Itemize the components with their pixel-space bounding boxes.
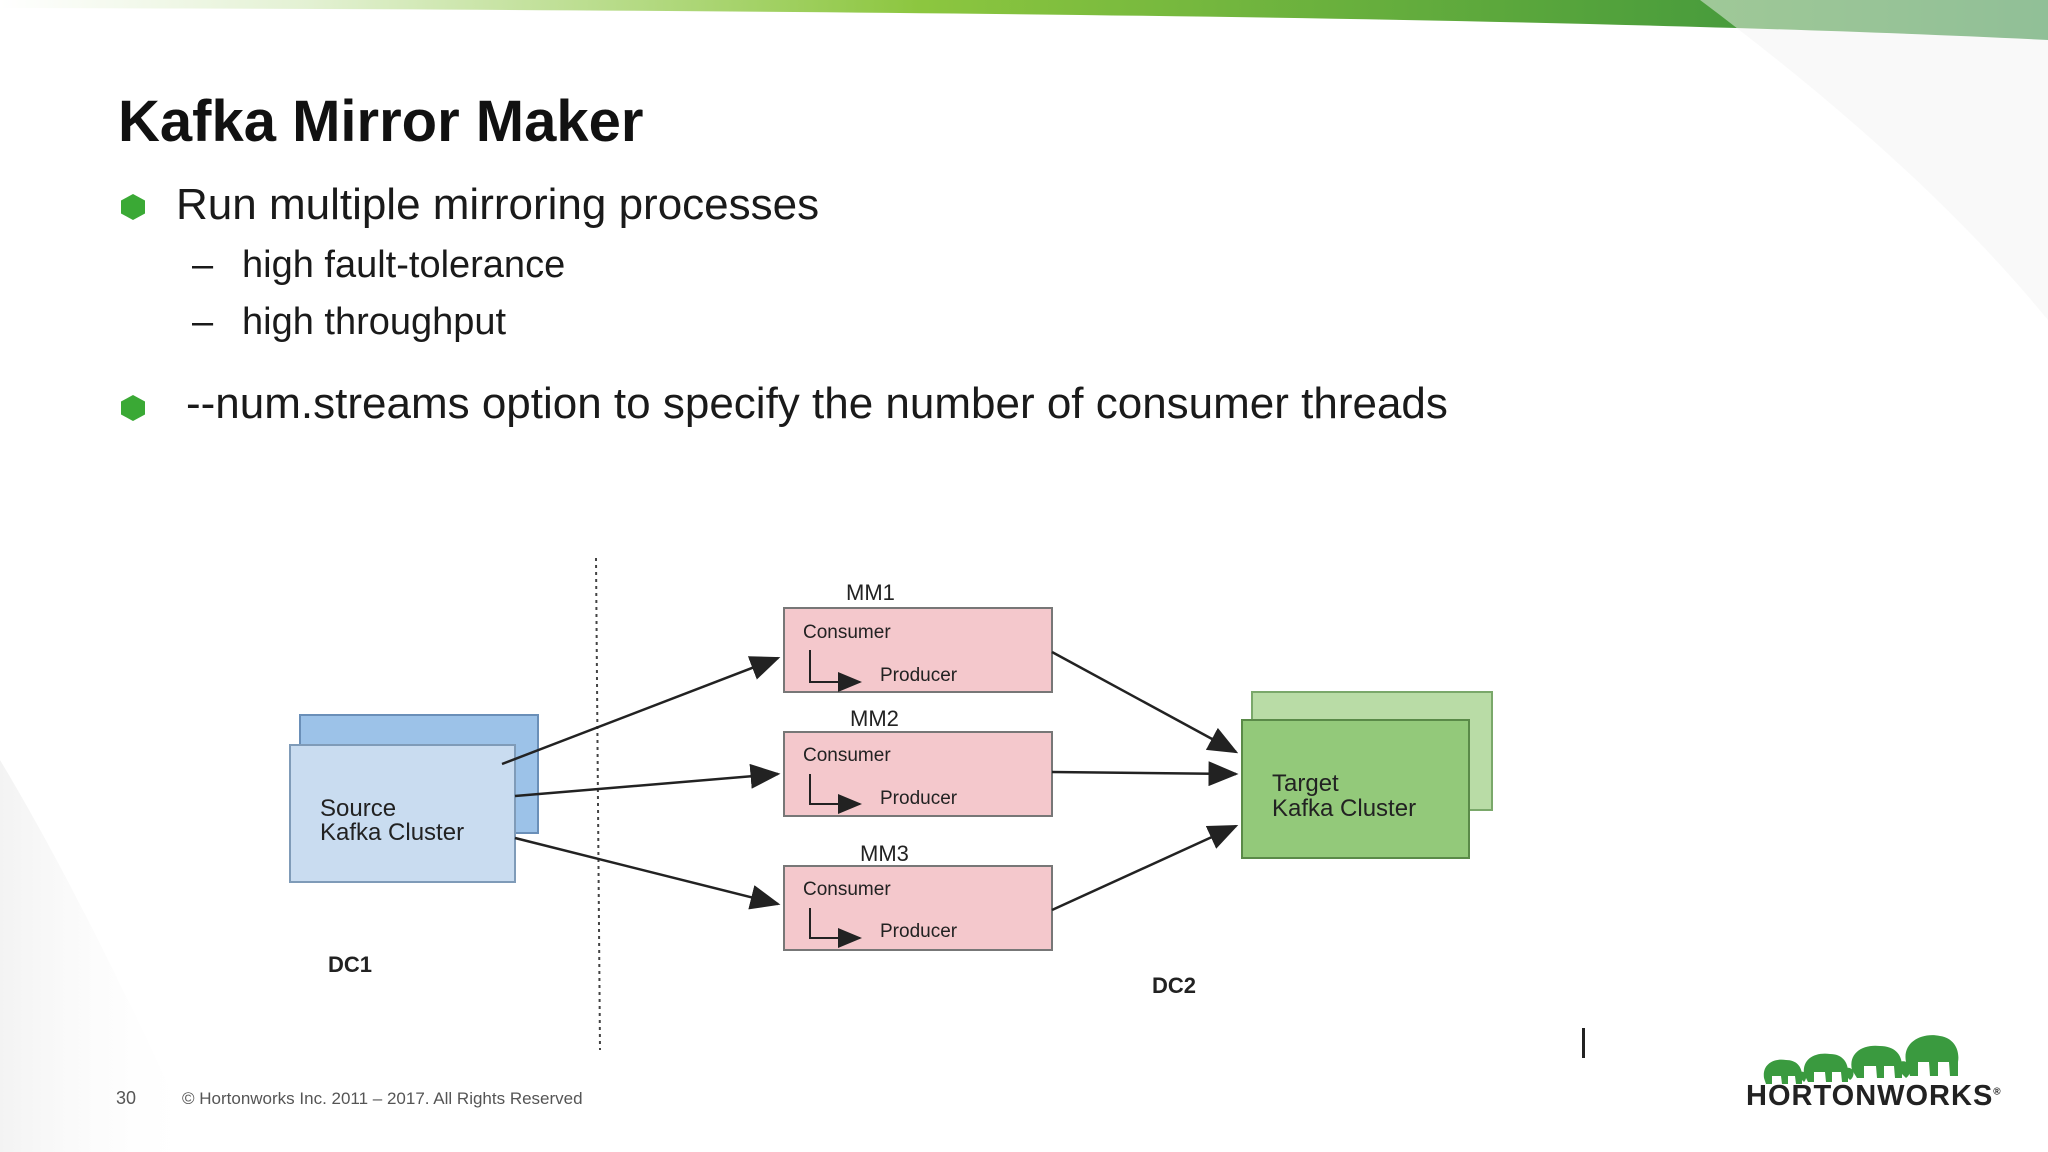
consumer-label: Consumer [803,745,891,766]
mirror-maker-1: MM1 Consumer Producer [783,580,1053,693]
logo-registered-mark: ® [1993,1086,2002,1098]
arrow-mm1-to-target [1051,650,1239,754]
logo-text: HORTONWORKS [1746,1080,1994,1112]
hexagon-bullet-icon [121,395,145,421]
sub-item-text: high fault-tolerance [242,244,566,286]
dash-icon: – [192,301,214,343]
producer-label: Producer [880,921,958,942]
dc1-label: DC1 [328,952,372,977]
bullet-text: Run multiple mirroring processes [176,180,820,229]
dc2-label: DC2 [1152,973,1196,998]
source-cluster: Source Kafka Cluster [289,714,539,883]
mirror-maker-2: MM2 Consumer Producer [783,706,1053,817]
source-cluster-label-2: Kafka Cluster [320,819,464,846]
mm-name: MM3 [860,841,909,866]
datacenter-divider [595,557,601,1051]
producer-label: Producer [880,788,958,809]
page-number: 30 [116,1088,137,1108]
source-cluster-label-1: Source [320,795,396,822]
elephants-logo-icon [1763,1035,1959,1084]
text-cursor-icon [1582,1028,1585,1058]
target-cluster: Target Kafka Cluster [1241,691,1493,859]
target-cluster-label-1: Target [1272,770,1339,797]
mirror-maker-3: MM3 Consumer Producer [783,841,1053,951]
arrow-source-to-mm1 [501,656,781,766]
logo-wordmark: HORTONWORKS® [1746,1080,2002,1113]
consumer-label: Consumer [803,879,891,900]
sub-item-text: high throughput [242,301,507,343]
top-accent-bar [0,0,2048,40]
bullet-text: --num.streams option to specify the numb… [186,379,1448,428]
arrow-source-to-mm2 [514,763,781,798]
consumer-label: Consumer [803,622,891,643]
arrow-mm2-to-target [1051,761,1239,787]
hexagon-bullet-icon [121,194,145,220]
producer-label: Producer [880,665,958,686]
arrow-mm3-to-target [1051,824,1239,912]
copyright-text: © Hortonworks Inc. 2011 – 2017. All Righ… [182,1089,583,1108]
dash-icon: – [192,244,214,286]
mm-name: MM2 [850,706,899,731]
slide-title: Kafka Mirror Maker [118,89,644,154]
mm-name: MM1 [846,580,895,605]
arrow-source-to-mm3 [514,836,781,910]
target-cluster-label-2: Kafka Cluster [1272,795,1416,822]
